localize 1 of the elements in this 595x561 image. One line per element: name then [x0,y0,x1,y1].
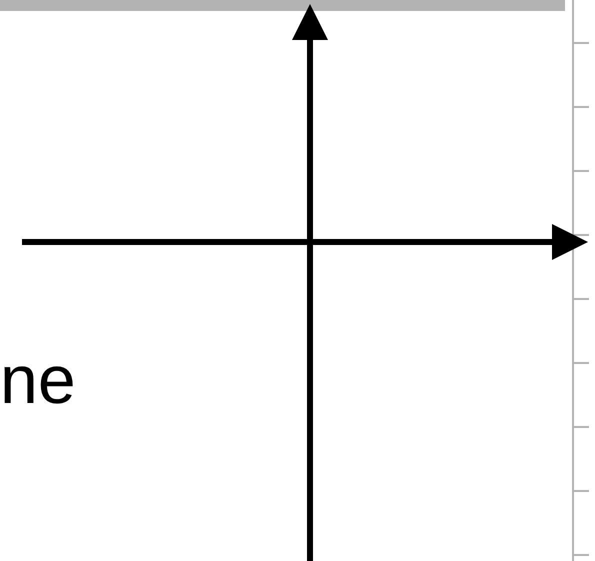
axis-label: ne [0,341,76,420]
